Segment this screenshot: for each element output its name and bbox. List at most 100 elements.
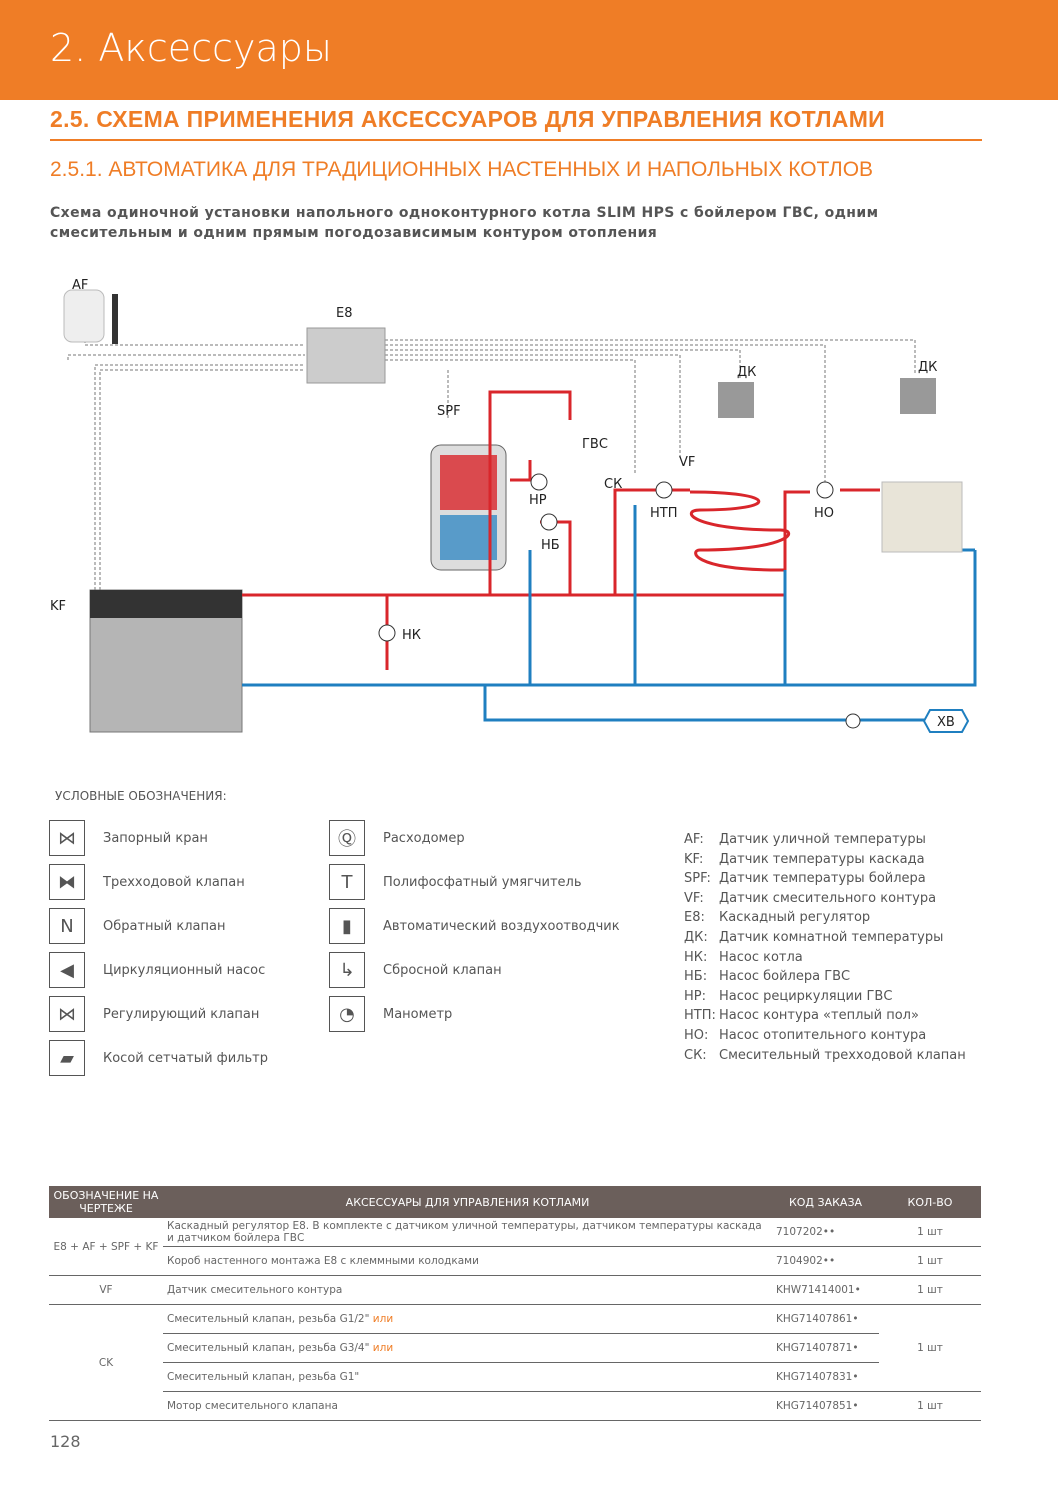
dhw-coil [440,515,497,560]
legend-item: Ⓠ Расходомер [329,820,465,856]
outdoor-sensor-af [63,289,105,343]
chapter-title: 2. Аксессуары [50,26,332,70]
description-cell: Короб настенного монтажа E8 с клеммными … [163,1246,772,1276]
qty-cell: 1 шт [879,1218,981,1247]
abbr-key: НТП: [684,1008,716,1024]
wall [112,294,118,344]
manometer-icon: ◔ [329,996,365,1032]
shutoff-valve-icon: ⋈ [49,820,85,856]
label-gvs: ГВС [582,437,608,452]
legend-label: Обратный клапан [103,918,226,934]
abbr-value: Датчик температуры бойлера [719,871,926,887]
return-pipes [242,505,977,722]
label-spf: SPF [437,404,461,419]
flow-meter [845,713,861,729]
legend-title: УСЛОВНЫЕ ОБОЗНАЧЕНИЯ: [55,789,227,803]
radiator [881,481,963,553]
abbr-key: ДК: [684,929,708,945]
abbr-key: НК: [684,949,708,965]
code-cell: KHG71407831• [772,1362,879,1392]
code-cell: KHG71407871• [772,1333,879,1363]
description-cell: Смесительный клапан, резьба G1" [163,1362,772,1392]
pumps [378,473,861,729]
label-hp: НР [529,493,547,508]
designation-cell: VF [49,1275,163,1305]
abbr-value: Насос котла [719,949,803,965]
subsection-title: 2.5.1. АВТОМАТИКА ДЛЯ ТРАДИЦИОННЫХ НАСТЕ… [50,158,874,181]
legend-item: ⋈Запорный кран [49,820,208,856]
description-cell: Мотор смесительного клапана [163,1391,772,1421]
code-cell: 7107202•• [772,1218,879,1247]
label-e8: E8 [336,306,353,321]
legend-item: ⧓ Трехходовой клапан [49,864,245,900]
col-accessories: АКСЕССУАРЫ ДЛЯ УПРАВЛЕНИЯ КОТЛАМИ [163,1186,772,1218]
legend-label: Трехходовой клапан [103,874,245,890]
code-cell: KHG71407851• [772,1391,879,1421]
dhw-hot-zone [440,455,497,510]
legend-label: Циркуляционный насос [103,962,266,978]
abbreviation-item: SPF:Датчик температуры бойлера [684,869,966,889]
label-vf: VF [679,455,695,470]
table-row: Смесительный клапан, резьба G1" KHG71407… [49,1362,981,1392]
table-row: Короб настенного монтажа E8 с клеммными … [49,1246,981,1276]
table-row: Мотор смесительного клапана KHG71407851•… [49,1391,981,1421]
label-xb: ХВ [937,715,955,730]
pump-hp [530,473,548,491]
cascade-controller-e8 [306,327,386,384]
abbr-key: VF: [684,890,704,906]
abbr-key: НО: [684,1027,709,1043]
abbreviation-item: E8:Каскадный регулятор [684,908,966,928]
legend-label: Манометр [383,1006,453,1022]
legend-item: ↳Сбросной клапан [329,952,502,988]
abbreviation-item: НК: Насос котла [684,948,966,968]
label-dk-1: ДК [737,365,756,380]
code-cell: KHW71414001• [772,1275,879,1305]
abbr-value: Датчик смесительного контура [719,890,937,906]
section-title: 2.5. СХЕМА ПРИМЕНЕНИЯ АКСЕССУАРОВ ДЛЯ УП… [50,106,982,141]
label-ck: СК [604,477,622,492]
scheme-description: Схема одиночной установки напольного одн… [50,205,879,241]
abbr-key: НР: [684,988,706,1004]
control-wiring [67,330,916,610]
abbr-key: НБ: [684,969,708,985]
three-way-valve-icon: ⧓ [49,864,85,900]
col-qty: КОЛ-ВО [879,1186,981,1218]
abbr-value: Насос отопительного контура [719,1027,927,1043]
check-valve-icon: N [49,908,85,944]
cold-water-inlet [922,709,970,733]
relief-valve-icon: ↳ [329,952,365,988]
col-designation: ОБОЗНАЧЕНИЕ НА ЧЕРТЕЖЕ [49,1186,163,1218]
label-af: AF [72,278,88,293]
heating-scheme-diagram: AF E8 ДК ДК SPF ГВС НР НБ СК VF НТП НО K… [50,278,977,733]
qty-cell: 1 шт [879,1391,981,1421]
pump-ho [816,481,834,499]
code-cell: KHG71407861• [772,1304,879,1334]
accessories-table: ОБОЗНАЧЕНИЕ НА ЧЕРТЕЖЕ АКСЕССУАРЫ ДЛЯ УП… [49,1186,981,1421]
abbreviation-item: AF:Датчик уличной температуры [684,830,966,850]
legend-item: N Обратный клапан [49,908,225,944]
label-htp: НТП [650,506,678,521]
room-sensor-dk-1 [718,382,754,418]
flow-meter-icon: Ⓠ [329,820,365,856]
abbreviation-item: НТП:Насос контура «теплый пол» [684,1006,966,1026]
legend-item: ◀ Циркуляционный насос [49,952,265,988]
qty-cell: 1 шт [879,1304,981,1392]
legend-label: Автоматический воздухоотводчик [383,918,620,934]
label-kf: KF [50,599,66,614]
page-number: 128 [50,1432,81,1451]
softener-icon: T [329,864,365,900]
abbr-key: KF: [684,851,704,867]
circulation-pump-icon: ◀ [49,952,85,988]
abbr-key: СК: [684,1047,707,1063]
col-code: КОД ЗАКАЗА [772,1186,879,1218]
legend-label: Расходомер [383,830,465,846]
description-cell: Смесительный клапан, резьба G1/2" или [163,1304,772,1334]
abbreviation-item: ДК:Датчик комнатной температуры [684,928,966,948]
legend-item: ▰Косой сетчатый фильтр [49,1040,268,1076]
description-cell: Датчик смесительного контура [163,1275,772,1305]
